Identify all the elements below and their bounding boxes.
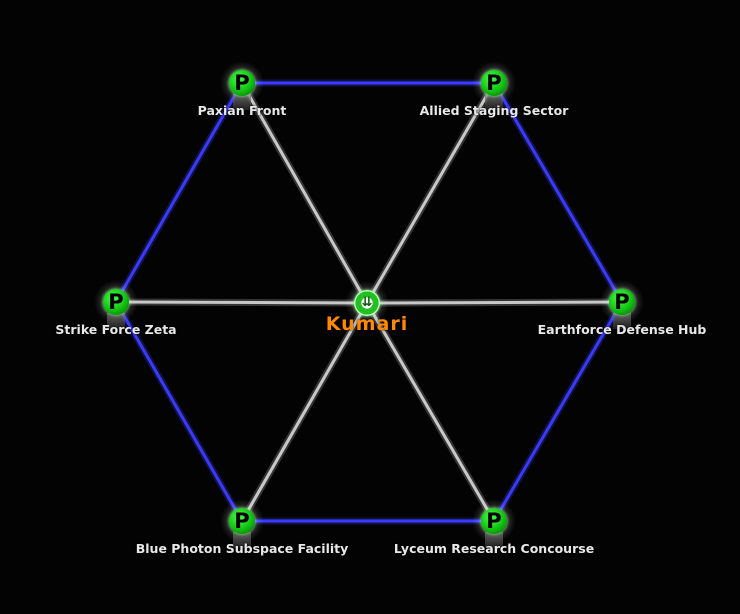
planet-icon-letter: P	[614, 290, 630, 314]
planet-icon[interactable]: P	[481, 508, 507, 534]
station-icon	[485, 532, 503, 548]
phase-lane-strike-paxian	[114, 82, 244, 303]
planet-label: Kumari	[325, 313, 409, 335]
planet-icon[interactable]: P	[609, 289, 635, 315]
planet-label: Paxian Front	[197, 103, 287, 118]
planet-icon[interactable]: P	[229, 508, 255, 534]
station-icon	[107, 313, 125, 329]
station-icon	[485, 94, 503, 110]
standard-lane-kumari-allied	[365, 82, 496, 304]
planet-label: Strike Force Zeta	[55, 322, 177, 337]
planet-label: Lyceum Research Concourse	[393, 541, 595, 556]
home-planet-icon[interactable]: ⇊	[354, 290, 380, 316]
planet-icon-letter: P	[234, 509, 250, 533]
standard-lane-kumari-paxian	[240, 82, 369, 304]
standard-lane-kumari-earth	[366, 300, 623, 305]
planet-label: Blue Photon Subspace Facility	[135, 541, 349, 556]
planet-icon[interactable]: P	[103, 289, 129, 315]
station-icon	[613, 313, 631, 329]
standard-lane-kumari-lyceum	[365, 302, 496, 522]
planet-icon[interactable]: P	[481, 70, 507, 96]
station-icon	[233, 94, 251, 110]
phase-lane-blue-strike	[114, 301, 244, 522]
station-icon	[233, 532, 251, 548]
planet-icon-letter: P	[108, 290, 124, 314]
planet-icon-letter: P	[486, 71, 502, 95]
planet-icon[interactable]: P	[229, 70, 255, 96]
phase-lane-earth-lyceum	[492, 301, 624, 522]
planet-label: Earthforce Defense Hub	[537, 322, 707, 337]
planet-icon-letter: P	[234, 71, 250, 95]
standard-lane-kumari-blue	[240, 302, 369, 522]
phase-lane-allied-earth	[492, 82, 624, 303]
planet-label: Allied Staging Sector	[419, 103, 569, 118]
planet-icon-letter: P	[486, 509, 502, 533]
standard-lane-kumari-strike	[115, 300, 368, 305]
